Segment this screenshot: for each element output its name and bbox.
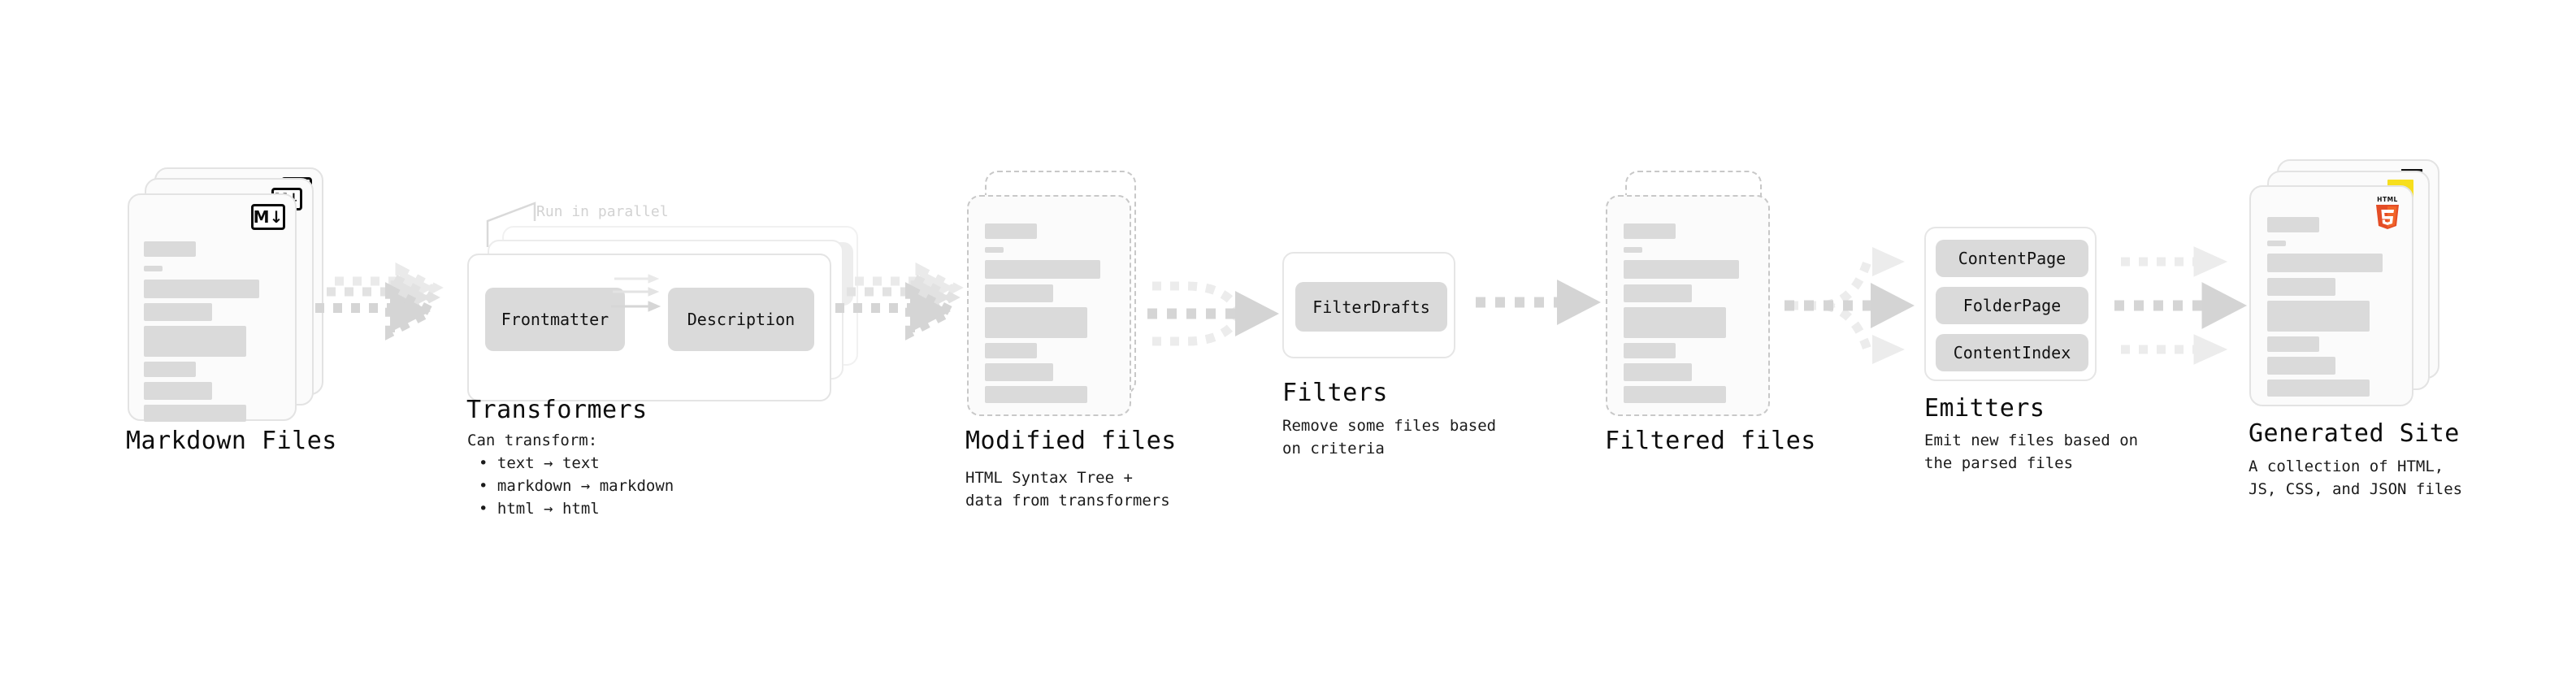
placeholder-bar [144,241,196,257]
placeholder-bar [144,362,196,377]
placeholder-bar [985,386,1087,403]
transformers-bullet-2: • html → html [479,500,600,518]
placeholder-bar [1624,223,1676,239]
modified-file-card [967,195,1131,416]
placeholder-bar [2267,217,2319,232]
markdown-file-card: M↓ [128,193,297,422]
placeholder-bar [985,223,1037,239]
arrow-markdown-to-transformers [315,262,444,340]
placeholder-bar [1624,363,1692,381]
placeholder-bar [1624,247,1642,253]
markdown-icon: M↓ [251,204,285,230]
filtered-file-card [1606,195,1770,416]
placeholder-bar [985,363,1053,381]
filter-node-filterdrafts[interactable]: FilterDrafts [1295,282,1447,332]
placeholder-bar [985,260,1100,279]
transformers-bullet-1: • markdown → markdown [479,477,674,495]
stage-heading-generated-site: Generated Site [2249,419,2460,448]
placeholder-bar [985,343,1037,358]
stage-heading-filtered-files: Filtered files [1605,427,1816,455]
placeholder-bar [2267,241,2286,246]
arrow-modified-files-to-filters [1147,281,1279,346]
stage-heading-transformers: Transformers [466,396,648,424]
emitters-group: ContentPage FolderPage ContentIndex [1924,227,2097,381]
stage-heading-filters: Filters [1282,379,1388,407]
arrow-emitters-to-generated-site [2114,246,2248,365]
emitter-node-contentpage[interactable]: ContentPage [1936,240,2088,277]
arrow-transformers-to-modified-files [835,262,964,340]
placeholder-bar [2267,278,2335,296]
placeholder-bar [2267,357,2335,375]
transformer-node-description[interactable]: Description [668,288,814,351]
stage-heading-markdown-files: Markdown Files [126,427,337,455]
placeholder-bar [1624,386,1726,403]
transformers-caption: Can transform: [467,432,598,449]
transformer-node-frontmatter[interactable]: Frontmatter [485,288,625,351]
arrow-filtered-files-to-emitters [1785,247,1915,364]
placeholder-bar [985,247,1004,253]
placeholder-bar [144,382,212,400]
html5-icon: HTML [2376,196,2399,229]
run-in-parallel-label: Run in parallel [536,203,669,220]
filters-group: FilterDrafts [1282,252,1455,358]
placeholder-bar [2267,254,2383,272]
placeholder-bar [144,303,212,321]
placeholder-bar [985,284,1053,302]
emitters-caption: Emit new files based on the parsed files [1924,432,2139,472]
arrow-filters-to-filtered-files [1476,280,1601,325]
placeholder-bar [1624,307,1726,338]
placeholder-bar [2267,336,2319,352]
placeholder-bar [144,326,246,357]
run-in-parallel-bracket [486,202,536,247]
emitter-node-contentindex[interactable]: ContentIndex [1936,334,2088,371]
stage-heading-modified-files: Modified files [965,427,1177,455]
placeholder-bar [1624,260,1739,279]
generated-site-caption: A collection of HTML, JS, CSS, and JSON … [2249,458,2463,498]
placeholder-bar [2267,301,2370,332]
placeholder-bar [2267,380,2370,397]
placeholder-bar [144,266,163,271]
generated-file-card: HTML [2249,185,2413,406]
svg-text:HTML: HTML [2377,196,2398,203]
transformer-internal-arrows [611,274,661,312]
filters-caption: Remove some files based on criteria [1282,417,1497,458]
placeholder-bar [144,405,246,422]
modified-files-caption: HTML Syntax Tree + data from transformer… [965,469,1170,510]
placeholder-bar [1624,343,1676,358]
placeholder-bar [1624,284,1692,302]
emitter-node-folderpage[interactable]: FolderPage [1936,287,2088,324]
placeholder-bar [144,280,259,298]
placeholder-bar [985,307,1087,338]
transformers-bullet-0: • text → text [479,454,600,472]
stage-heading-emitters: Emitters [1924,394,2045,423]
